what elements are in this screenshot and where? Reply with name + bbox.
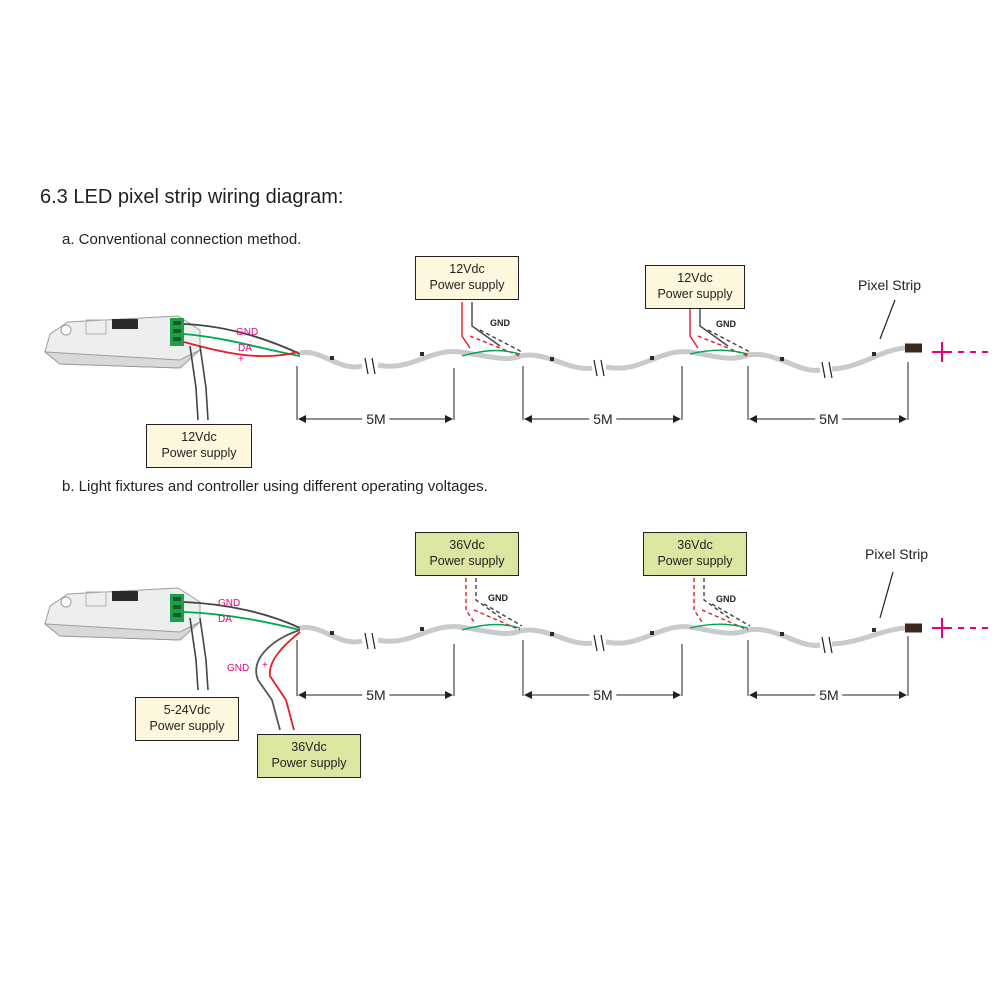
pixel-strip-label: Pixel Strip [858, 277, 922, 293]
psu-caption: Power supply [271, 756, 347, 770]
pixel-strip-b [299, 571, 922, 654]
controller-b [43, 587, 201, 641]
psu-drops-a [461, 302, 751, 357]
segment-length: 5M [362, 687, 390, 703]
psu-voltage: 36Vdc [291, 740, 327, 754]
psu-drops-b [461, 578, 751, 631]
controller-da-label: DA [218, 614, 232, 625]
controller-plus-label: + [238, 354, 244, 365]
method-a-label: a. Conventional connection method. [62, 231, 302, 248]
strip-pixels-a [330, 352, 876, 361]
segment-length: 5M [362, 411, 390, 427]
psu-gnd-label: GND [716, 319, 736, 329]
controller-wires-a [183, 323, 301, 421]
input-plus-label: + [262, 660, 268, 671]
end-marker-b [932, 618, 988, 638]
psu-caption: Power supply [657, 554, 733, 568]
strip-power-supply: 12Vdc Power supply [415, 256, 519, 300]
pixel-strip-a [299, 299, 922, 379]
psu-caption: Power supply [149, 719, 225, 733]
controller-gnd-label: GND [218, 598, 241, 609]
strip-pixels-b [330, 627, 876, 636]
strip-input-power-supply: 36Vdc Power supply [257, 734, 361, 778]
strip-power-supply: 12Vdc Power supply [645, 265, 745, 309]
segment-length: 5M [815, 687, 843, 703]
segment-length: 5M [815, 411, 843, 427]
psu-gnd-label: GND [716, 594, 736, 604]
psu-voltage: 12Vdc [181, 430, 217, 444]
psu-gnd-label: GND [488, 593, 508, 603]
controller-power-supply: 5-24Vdc Power supply [135, 697, 239, 741]
psu-caption: Power supply [161, 446, 237, 460]
psu-caption: Power supply [657, 287, 733, 301]
controller-da-label: DA [238, 343, 252, 354]
controller-power-supply: 12Vdc Power supply [146, 424, 252, 468]
pixel-strip-label: Pixel Strip [865, 546, 929, 562]
psu-caption: Power supply [429, 554, 505, 568]
controller-a [43, 315, 201, 369]
section-title: 6.3 LED pixel strip wiring diagram: [40, 186, 344, 208]
strip-power-supply: 36Vdc Power supply [415, 532, 519, 576]
strip-power-supply: 36Vdc Power supply [643, 532, 747, 576]
psu-voltage: 5-24Vdc [163, 703, 211, 717]
psu-gnd-label: GND [490, 318, 510, 328]
psu-caption: Power supply [429, 278, 505, 292]
method-b-label: b. Light fixtures and controller using d… [62, 478, 488, 495]
psu-voltage: 12Vdc [449, 262, 485, 276]
segment-length: 5M [589, 687, 617, 703]
controller-gnd-label: GND [236, 327, 259, 338]
psu-voltage: 36Vdc [449, 538, 485, 552]
end-marker-a [932, 342, 988, 362]
segment-length: 5M [589, 411, 617, 427]
controller-wires-b [183, 601, 301, 731]
psu-voltage: 36Vdc [677, 538, 713, 552]
psu-voltage: 12Vdc [677, 271, 713, 285]
input-gnd-label: GND [227, 663, 250, 674]
